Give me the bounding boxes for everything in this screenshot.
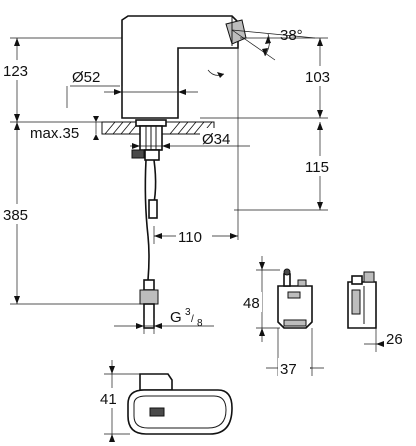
- dim-103-label: 103: [305, 69, 330, 86]
- angle-38-label: 38°: [280, 27, 303, 44]
- dim-48-label: 48: [243, 295, 260, 312]
- angle-dimension: 38°: [231, 27, 316, 61]
- dim-d52-label: Ø52: [72, 69, 100, 86]
- control-box-side: 26: [347, 271, 412, 352]
- dim-37-label: 37: [280, 361, 297, 378]
- spout-bottom-view: 41: [98, 360, 233, 442]
- dim-385-label: 385: [3, 207, 28, 224]
- left-dimensions: 123 385: [2, 37, 150, 305]
- thread-slash-label: /: [191, 314, 194, 325]
- faucet-body: [121, 15, 247, 119]
- dim-115-label: 115: [305, 159, 329, 176]
- hoses: [139, 159, 159, 329]
- dim-26-label: 26: [386, 331, 403, 348]
- thread-g-label: G: [170, 309, 182, 326]
- dim-110: 110: [153, 48, 239, 246]
- thread-dimension: G 3 / 8: [114, 307, 214, 334]
- thread-den-label: 8: [197, 318, 203, 329]
- dim-110-label: 110: [178, 229, 202, 246]
- dim-115: 115: [234, 122, 338, 211]
- dim-d34-label: Ø34: [202, 131, 230, 148]
- dim-123-label: 123: [3, 63, 28, 80]
- mounting-shank: [131, 119, 167, 161]
- mounting-dimensions: max.35 Ø34: [30, 116, 250, 149]
- thread-num-label: 3: [185, 307, 191, 318]
- spout-height-dimension: 103: [200, 37, 338, 119]
- dim-41-label: 41: [100, 391, 117, 408]
- diameter-52-dimension: Ø52: [66, 69, 198, 110]
- dim-max35-label: max.35: [30, 125, 79, 142]
- control-box-front: 48 37: [240, 256, 324, 378]
